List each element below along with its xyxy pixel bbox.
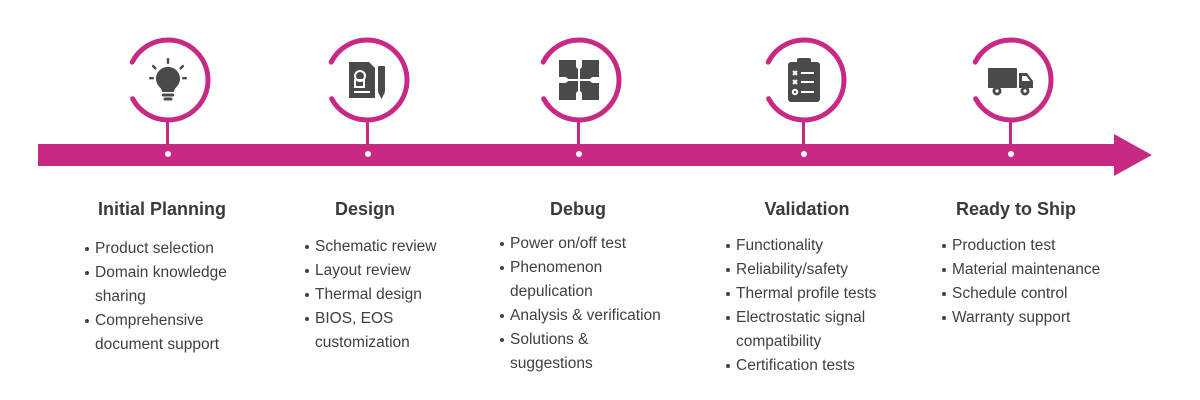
list-item: Layout review (305, 259, 475, 283)
list-item: Domain knowledge sharing (85, 261, 255, 309)
stage-items: Production test Material maintenance Sch… (942, 234, 1132, 330)
list-item: Comprehensive document support (85, 309, 255, 357)
stage-connector (577, 122, 580, 158)
stage-items: Power on/off test Phenomenon depulicatio… (500, 232, 690, 376)
stage-items: Schematic review Layout review Thermal d… (305, 235, 475, 355)
puzzle-icon (559, 60, 599, 100)
list-item: Reliability/safety (726, 258, 906, 282)
list-item: Product selection (85, 237, 255, 261)
timeline-dot (164, 151, 171, 157)
list-item: BIOS, EOS customization (305, 307, 475, 355)
list-item: Certification tests (726, 354, 906, 378)
list-item: Functionality (726, 234, 906, 258)
list-item: Material maintenance (942, 258, 1132, 282)
stage-icon-ring (323, 36, 411, 124)
lightbulb-icon (149, 58, 187, 101)
stage-title: Initial Planning (97, 199, 227, 219)
stage-connector (366, 122, 369, 158)
timeline-dot (575, 151, 582, 157)
list-item: Analysis & verification (500, 304, 690, 328)
schematic-pencil-icon (349, 62, 385, 99)
clipboard-checklist-icon (788, 58, 820, 102)
stage-items: Functionality Reliability/safety Thermal… (726, 234, 906, 378)
list-item: Production test (942, 234, 1132, 258)
stage-items: Product selection Domain knowledge shari… (85, 237, 255, 357)
stage-title: Debug (550, 199, 606, 219)
list-item: Warranty support (942, 306, 1132, 330)
stage-title: Ready to Ship (955, 199, 1077, 219)
stage-icon-ring (124, 36, 212, 124)
timeline-dot (364, 151, 371, 157)
timeline-dot (800, 151, 807, 157)
timeline-dot (1007, 151, 1014, 157)
stage-icon-ring (760, 36, 848, 124)
list-item: Thermal profile tests (726, 282, 906, 306)
stage-connector (166, 122, 169, 158)
stage-connector (1009, 122, 1012, 158)
list-item: Thermal design (305, 283, 475, 307)
timeline-arrow-head (1114, 134, 1152, 176)
stage-title: Validation (764, 199, 850, 219)
stage-title: Design (334, 199, 396, 219)
list-item: Power on/off test (500, 232, 690, 256)
list-item: Schedule control (942, 282, 1132, 306)
stage-connector (802, 122, 805, 158)
list-item: Schematic review (305, 235, 475, 259)
truck-icon (988, 68, 1033, 96)
list-item: Electrostatic signal compatibility (726, 306, 896, 354)
list-item: Phenomenon depulication (500, 256, 630, 304)
stage-icon-ring (535, 36, 623, 124)
stage-icon-ring (967, 36, 1055, 124)
list-item: Solutions & suggestions (500, 328, 630, 376)
